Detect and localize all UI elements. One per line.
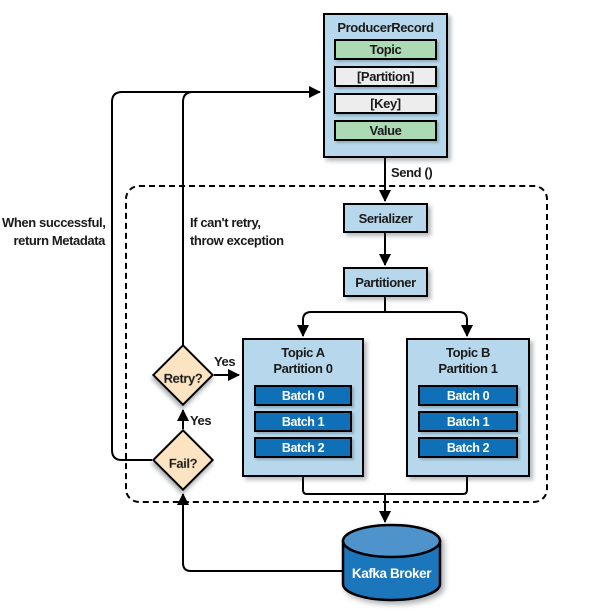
topic-a-title: Topic A bbox=[281, 345, 325, 360]
batch-row: Batch 2 bbox=[254, 437, 352, 458]
topic-a-subtitle: Partition 0 bbox=[273, 361, 333, 376]
partitioner-label: Partitioner bbox=[355, 274, 416, 290]
kafka-broker-label: Kafka Broker bbox=[351, 566, 432, 581]
producer-record-fields: Topic [Partition] [Key] Value bbox=[334, 39, 437, 141]
serializer-box: Serializer bbox=[343, 203, 428, 233]
batch-row: Batch 1 bbox=[254, 411, 352, 432]
partitioner-box: Partitioner bbox=[343, 267, 428, 297]
topic-b-subtitle: Partition 1 bbox=[438, 361, 498, 376]
success-annotation-line2: return Metadata bbox=[13, 233, 105, 248]
field-value: Value bbox=[334, 120, 437, 141]
yes-fail-label: Yes bbox=[190, 413, 212, 428]
field-partition: [Partition] bbox=[334, 66, 437, 87]
batch-row: Batch 0 bbox=[418, 385, 518, 406]
field-key: [Key] bbox=[334, 93, 437, 114]
broker-to-fail-arrow bbox=[177, 493, 343, 572]
broker-cylinder-top bbox=[341, 523, 442, 559]
topic-b-box: Topic B Partition 1 Batch 0 Batch 1 Batc… bbox=[406, 338, 530, 477]
success-annotation-line1: When successful, bbox=[2, 215, 106, 230]
batch-row: Batch 1 bbox=[418, 411, 518, 432]
topic-b-header: Topic B Partition 1 bbox=[408, 340, 528, 377]
topic-a-header: Topic A Partition 0 bbox=[244, 340, 362, 377]
yes-retry-label: Yes bbox=[214, 354, 236, 369]
serializer-label: Serializer bbox=[358, 210, 413, 226]
topic-b-batches: Batch 0 Batch 1 Batch 2 bbox=[418, 385, 518, 458]
retry-label: Retry? bbox=[163, 370, 203, 386]
send-label: Send () bbox=[391, 165, 433, 180]
throw-annotation-line2: throw exception bbox=[190, 233, 284, 248]
producer-record-title: ProducerRecord bbox=[337, 20, 434, 35]
batch-row: Batch 0 bbox=[254, 385, 352, 406]
topic-a-batches: Batch 0 Batch 1 Batch 2 bbox=[254, 385, 352, 458]
fail-label: Fail? bbox=[168, 455, 198, 471]
throw-annotation-line1: If can't retry, bbox=[190, 215, 261, 230]
producer-record-box: ProducerRecord Topic [Partition] [Key] V… bbox=[323, 13, 448, 158]
throw-annotation: If can't retry, throw exception bbox=[190, 214, 284, 250]
field-topic: Topic bbox=[334, 39, 437, 60]
topic-a-box: Topic A Partition 0 Batch 0 Batch 1 Batc… bbox=[242, 338, 364, 477]
batch-row: Batch 2 bbox=[418, 437, 518, 458]
topic-b-title: Topic B bbox=[446, 345, 490, 360]
success-annotation: When successful, return Metadata bbox=[2, 214, 106, 250]
